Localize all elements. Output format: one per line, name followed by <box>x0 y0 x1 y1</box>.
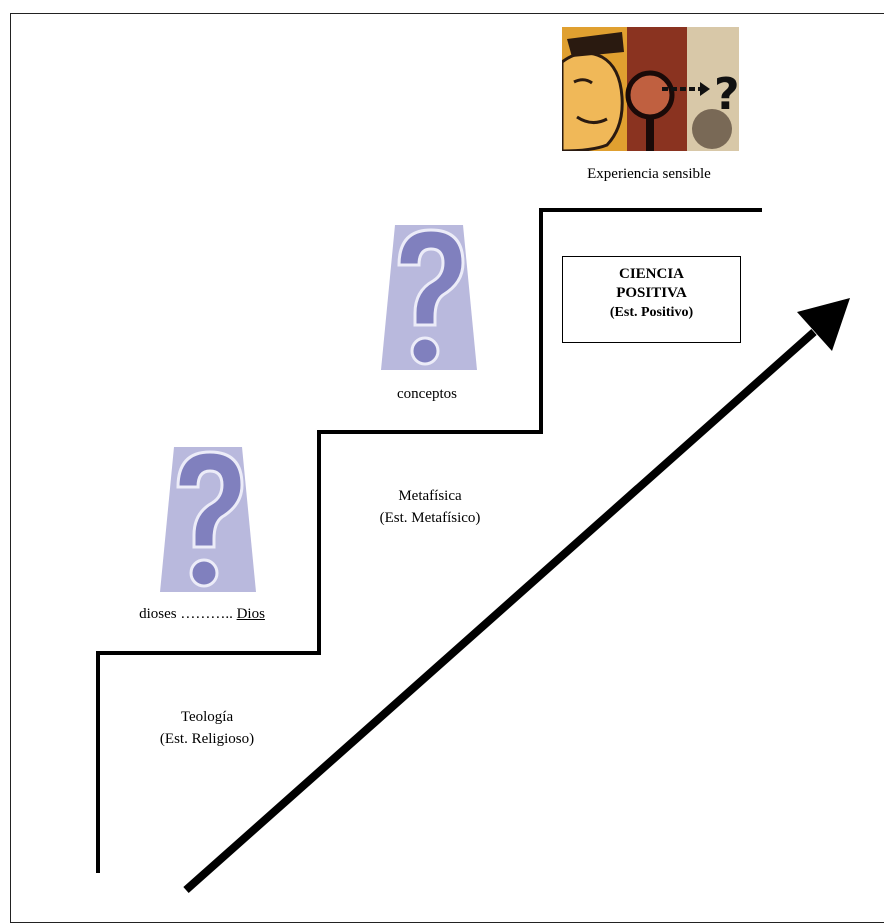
ciencia-title: CIENCIA <box>618 266 684 282</box>
dioses-text: dioses ……….. <box>139 606 233 622</box>
experiencia-caption: Experiencia sensible <box>587 166 711 182</box>
religioso-subtitle: (Est. Religioso) <box>159 731 255 747</box>
ciencia-positiva-box: CIENCIA POSITIVA (Est. Positivo) <box>562 256 741 343</box>
positiva-title: POSITIVA <box>616 285 687 301</box>
dioses-dios-caption: dioses ……….. Dios <box>112 604 292 624</box>
question-mark-icon <box>381 225 477 370</box>
question-mark-icon <box>160 447 256 592</box>
metafisica-title: Metafísica <box>398 488 462 504</box>
progress-arrow-shaft <box>183 329 817 893</box>
progress-arrow-head <box>797 298 850 351</box>
conceptos-caption: conceptos <box>397 386 457 402</box>
teologia-title: Teología <box>180 709 234 725</box>
metafisico-subtitle: (Est. Metafísico) <box>379 510 481 526</box>
svg-text:?: ? <box>714 69 739 120</box>
dios-text: Dios <box>236 606 265 622</box>
staircase-line <box>96 208 762 873</box>
experience-collage-image: ? <box>562 27 739 151</box>
positivo-subtitle: (Est. Positivo) <box>609 305 694 320</box>
